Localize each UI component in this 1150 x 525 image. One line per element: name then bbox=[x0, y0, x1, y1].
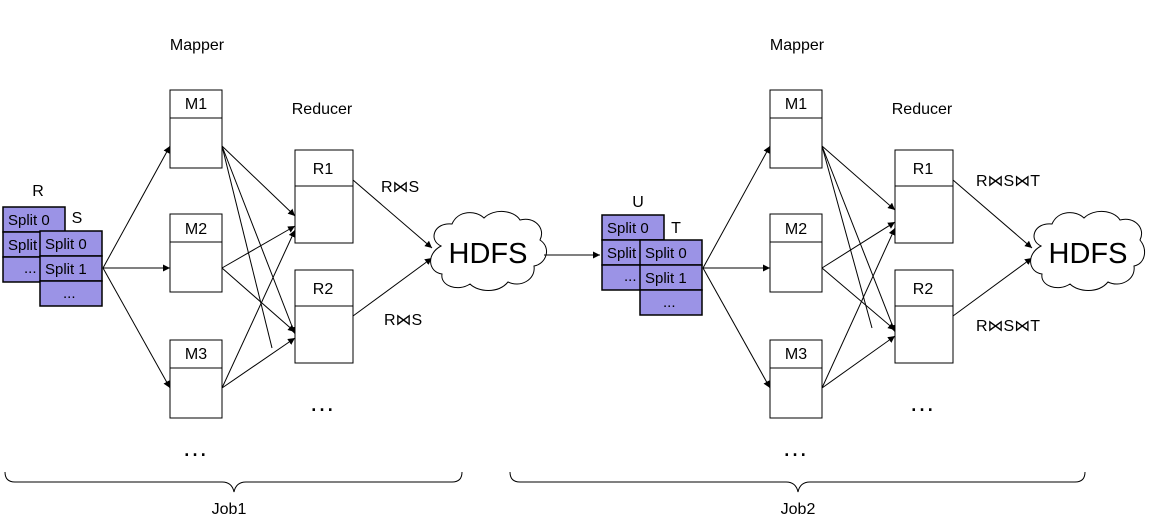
input-name-u: U bbox=[632, 194, 644, 211]
edge bbox=[352, 179, 433, 249]
edge bbox=[102, 267, 171, 389]
job1-label: Job1 bbox=[212, 501, 247, 518]
split-label: ... bbox=[663, 294, 676, 311]
mapper-label: M1 bbox=[785, 96, 807, 113]
reducer-more-dots: … bbox=[309, 387, 337, 417]
output-label: R⋈S bbox=[381, 179, 419, 196]
split-label: ... bbox=[63, 285, 76, 302]
mapper-m1: M1 bbox=[769, 89, 823, 169]
edge bbox=[702, 267, 771, 389]
output-label: R⋈S⋈T bbox=[976, 318, 1040, 335]
split-label: ... bbox=[624, 268, 637, 285]
hdfs-label: HDFS bbox=[449, 238, 528, 270]
edge bbox=[702, 145, 771, 269]
hdfs-cloud: HDFS bbox=[1030, 211, 1146, 291]
edge bbox=[821, 145, 896, 333]
split-label: ... bbox=[24, 260, 37, 277]
job1-input-edges bbox=[102, 145, 171, 389]
edge bbox=[221, 145, 273, 349]
mapper-label: M1 bbox=[185, 96, 207, 113]
output-label: R⋈S bbox=[384, 312, 422, 329]
mapper-label: M3 bbox=[185, 346, 207, 363]
job1-shuffle-edges bbox=[221, 145, 296, 389]
edge bbox=[352, 257, 433, 317]
output-label: R⋈S⋈T bbox=[976, 173, 1040, 190]
split-label: Split 1 bbox=[607, 245, 649, 262]
reducer-r1: R1 bbox=[294, 149, 354, 244]
job2-input-edges bbox=[702, 145, 771, 389]
edge bbox=[221, 145, 296, 335]
mapper-label: M3 bbox=[785, 346, 807, 363]
edge bbox=[221, 229, 296, 389]
edge bbox=[821, 221, 896, 269]
mapper-header: Mapper bbox=[770, 37, 825, 54]
split-label: Split 1 bbox=[645, 270, 687, 287]
edge bbox=[821, 335, 896, 389]
edge bbox=[221, 145, 296, 217]
edge bbox=[821, 227, 896, 389]
reducer-r1: R1 bbox=[894, 149, 954, 244]
reducer-label: R2 bbox=[913, 281, 934, 298]
split-label: Split 1 bbox=[45, 261, 87, 278]
input-name-s: S bbox=[72, 210, 83, 227]
input-name-t: T bbox=[671, 220, 681, 237]
hdfs-cloud: HDFS bbox=[430, 211, 548, 291]
mapper-m2: M2 bbox=[769, 213, 823, 293]
mapper-m3: M3 bbox=[169, 339, 223, 419]
mapper-label: M2 bbox=[785, 221, 807, 238]
job2-shuffle-edges bbox=[821, 145, 896, 389]
job2-group: Mapper Reducer M1 M2 M3 … R1 R2 bbox=[509, 37, 1146, 518]
edge bbox=[221, 225, 296, 269]
edge bbox=[952, 257, 1033, 317]
input-table-t: Split 0 Split 1 ... bbox=[639, 239, 703, 316]
reducer-header: Reducer bbox=[292, 101, 353, 118]
reducer-label: R1 bbox=[913, 161, 934, 178]
reducer-label: R2 bbox=[313, 281, 334, 298]
split-label: Split 0 bbox=[45, 236, 87, 253]
mapper-label: M2 bbox=[185, 221, 207, 238]
edge bbox=[221, 267, 296, 333]
edge bbox=[821, 145, 873, 329]
reducer-more-dots: … bbox=[909, 387, 937, 417]
edge bbox=[821, 145, 896, 211]
mapper-m3: M3 bbox=[769, 339, 823, 419]
split-label: Split 0 bbox=[607, 220, 649, 237]
job2-brace bbox=[509, 471, 1086, 493]
split-label: Split 0 bbox=[8, 212, 50, 229]
hdfs-label: HDFS bbox=[1049, 238, 1128, 270]
mapper-header: Mapper bbox=[170, 37, 225, 54]
mapper-m1: M1 bbox=[169, 89, 223, 169]
edge bbox=[821, 267, 896, 331]
job1-brace bbox=[4, 471, 463, 493]
input-table-s: Split 0 Split 1 ... bbox=[39, 230, 103, 307]
reducer-label: R1 bbox=[313, 161, 334, 178]
reducer-r2: R2 bbox=[294, 269, 354, 364]
input-name-r: R bbox=[32, 183, 44, 200]
reducer-r2: R2 bbox=[894, 269, 954, 364]
mapper-more-dots: … bbox=[182, 432, 210, 462]
reducer-header: Reducer bbox=[892, 101, 953, 118]
job1-group: Mapper Reducer M1 M2 M3 … R1 R2 bbox=[2, 37, 548, 518]
mapper-m2: M2 bbox=[169, 213, 223, 293]
edge bbox=[102, 145, 171, 269]
edge bbox=[952, 179, 1033, 249]
job2-label: Job2 bbox=[781, 501, 816, 518]
edge bbox=[221, 337, 296, 389]
mapper-more-dots: … bbox=[782, 432, 810, 462]
split-label: Split 0 bbox=[645, 245, 687, 262]
